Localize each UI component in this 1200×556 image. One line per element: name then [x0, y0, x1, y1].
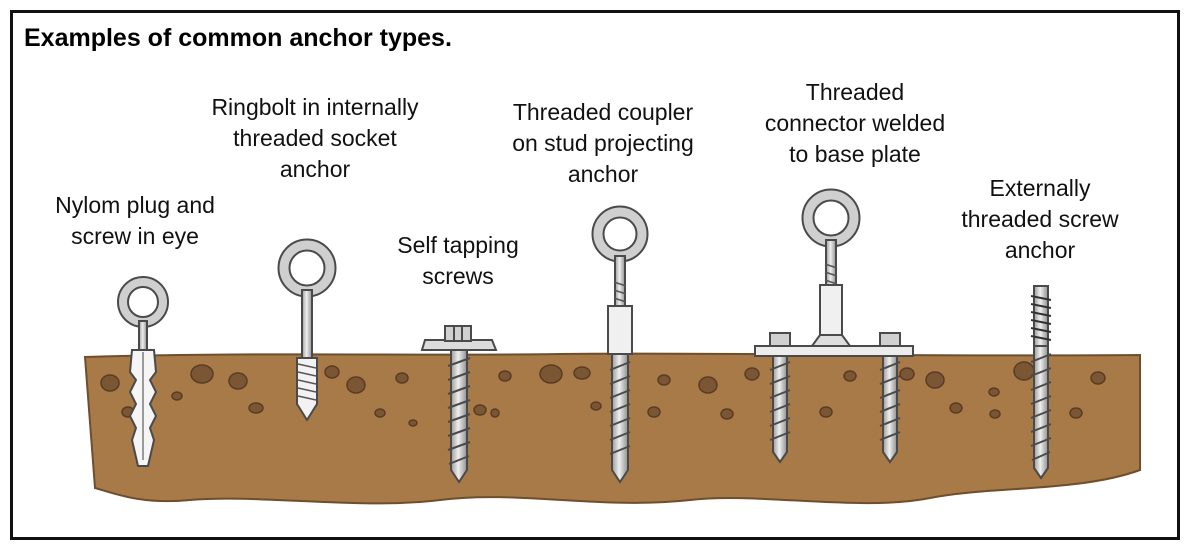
threaded-coupler-anchor [591, 205, 649, 484]
base-plate-anchor [754, 188, 914, 464]
label-line: threaded screw [961, 206, 1119, 232]
label-line: Threaded [805, 79, 905, 105]
label-line: screws [422, 263, 494, 289]
self-tapping-screw [420, 325, 498, 484]
label-threaded-coupler: Threaded coupler on stud projecting anch… [488, 97, 718, 190]
label-external-screw: Externally threaded screw anchor [940, 173, 1140, 266]
label-line: Nylom plug and [55, 192, 215, 218]
label-line: Threaded coupler [512, 99, 694, 125]
label-nylon-plug: Nylom plug and screw in eye [30, 190, 240, 252]
label-base-plate: Threaded connector welded to base plate [740, 77, 970, 170]
label-line: anchor [1004, 237, 1076, 263]
label-line: to base plate [789, 141, 921, 167]
label-line: Externally [989, 175, 1091, 201]
ground-pebbles [100, 361, 1106, 427]
label-line: screw in eye [71, 223, 199, 249]
label-line: threaded socket [233, 125, 397, 151]
label-line: on stud projecting [512, 130, 694, 156]
figure-title: Examples of common anchor types. [24, 24, 452, 52]
nylon-plug-anchor [117, 276, 169, 467]
external-screw-anchor [1030, 285, 1052, 480]
label-self-tapping: Self tapping screws [378, 230, 538, 292]
label-line: Self tapping [397, 232, 519, 258]
label-ringbolt: Ringbolt in internally threaded socket a… [185, 92, 445, 185]
label-line: Ringbolt in internally [211, 94, 419, 120]
label-line: anchor [279, 156, 351, 182]
label-line: connector welded [764, 110, 946, 136]
ringbolt-anchor [277, 238, 337, 422]
label-line: anchor [567, 161, 639, 187]
